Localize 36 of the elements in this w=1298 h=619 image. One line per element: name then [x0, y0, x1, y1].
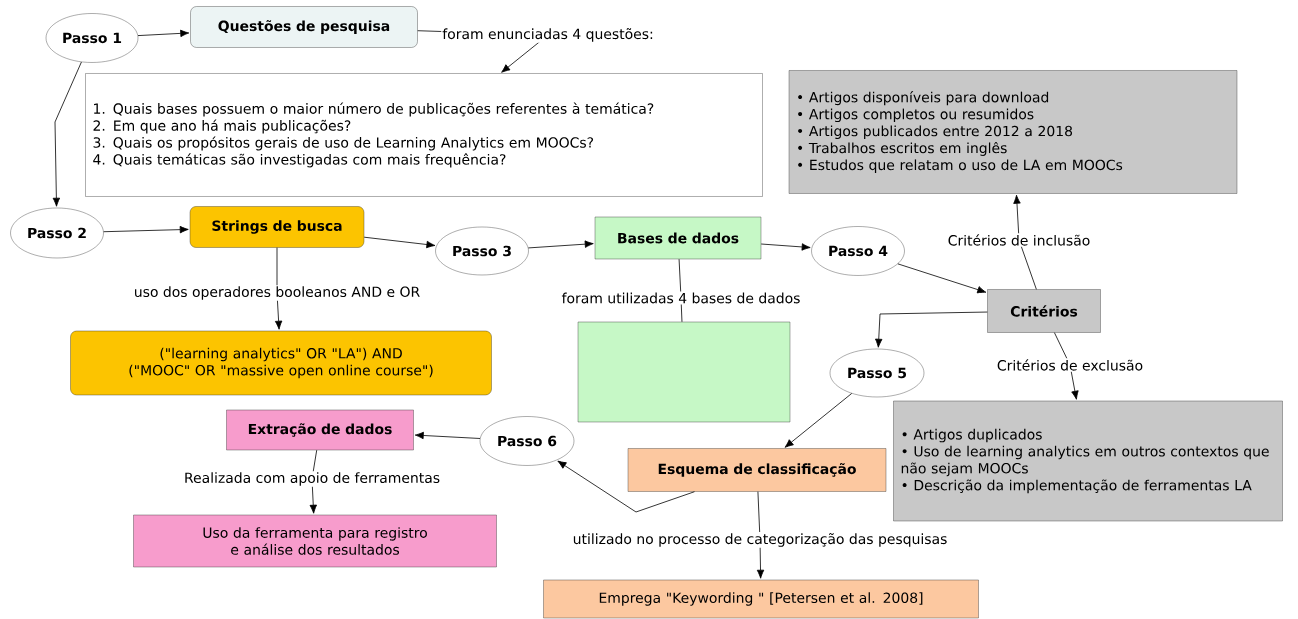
edge-label: utilizado no processo de categorização das pesquisas	[571, 532, 949, 548]
edge-label: Critérios de exclusão	[995, 358, 1145, 372]
arrow	[309, 449, 318, 514]
edge-label: foram enunciadas 4 questões:	[441, 27, 655, 43]
edge-label: Critérios de inclusão	[946, 233, 1092, 247]
arrow	[137, 29, 190, 38]
concept-box: Esquema de classificação	[627, 448, 887, 492]
arrow	[103, 225, 189, 234]
concept-box: Extração de dados	[226, 409, 414, 451]
arrow	[784, 393, 853, 448]
arrow	[756, 491, 765, 579]
concept-box: Emprega "Keywording " [Petersen et al. 2008]	[543, 579, 979, 619]
arrow	[557, 460, 695, 513]
arrow	[363, 236, 436, 249]
concept-box: Uso da ferramenta para registro e análise dos resultados	[133, 514, 497, 568]
concept-box: Critérios	[987, 289, 1101, 333]
concept-box: Questões de pesquisa	[190, 6, 418, 48]
arrow	[274, 247, 283, 330]
arrow	[1013, 194, 1037, 290]
list-box: 1. Quais bases possuem o maior número de publicações referentes à temática? 2. Em que ano há mais publicações? 3. Quais os propósitos gerais de uso de Learning Analytics em MOOCs? 4. Quais temáticas são investigadas com mais frequência?	[85, 73, 763, 197]
concept-box: Strings de busca	[189, 206, 365, 248]
arrow	[52, 61, 82, 207]
edge-label: uso dos operadores booleanos AND e OR	[132, 285, 422, 301]
arrow	[414, 431, 481, 440]
concept-box: Bases de dados	[594, 216, 762, 260]
empty-box	[577, 321, 791, 423]
arrow	[1054, 332, 1079, 400]
concept-box: ("learning analytics" OR "LA") AND ("MOOC" OR "massive open online course")	[70, 330, 492, 396]
arrow	[527, 240, 594, 249]
arrow	[897, 263, 987, 294]
list-box: • Artigos duplicados • Uso de learning analytics em outros contextos que não sejam MOOCs • Descrição da implementação de ferramentas LA	[893, 400, 1283, 522]
edge-label: foram utilizadas 4 bases de dados	[560, 291, 802, 305]
edge-label: Realizada com apoio de ferramentas	[182, 471, 442, 487]
list-box: • Artigos disponíveis para download • Artigos completos ou resumidos • Artigos publicados entre 2012 a 2018 • Trabalhos escritos em inglês • Estudos que relatam o uso de LA em MOOCs	[788, 70, 1238, 194]
arrow	[760, 243, 811, 251]
arrow	[875, 311, 988, 348]
